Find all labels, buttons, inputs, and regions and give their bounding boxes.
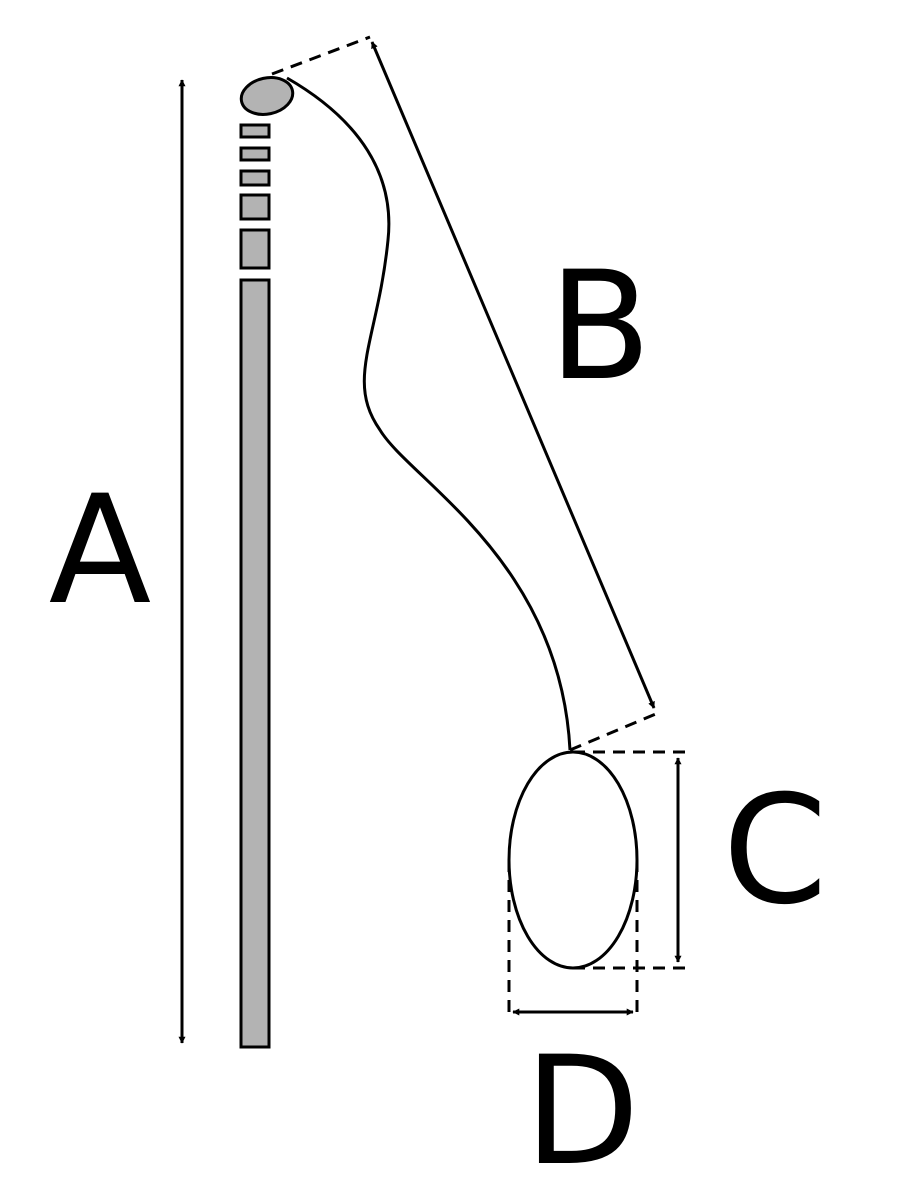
dimension-b-leaders (271, 35, 659, 752)
segmented-rod (239, 76, 295, 1049)
rod-segment (239, 169, 271, 187)
rod-segment (239, 123, 271, 139)
rod-main-segment (239, 278, 271, 1049)
rod-segment (239, 228, 271, 270)
label-a: A (49, 464, 152, 638)
label-c: C (723, 764, 828, 938)
rod-tip-ellipse (239, 76, 295, 116)
rod-segment (239, 193, 271, 221)
rod-segment (239, 146, 271, 162)
dimension-b-arrow (370, 41, 656, 709)
label-d: D (524, 1025, 640, 1199)
oval-bounding-box (507, 750, 690, 1015)
oval-shape (507, 750, 639, 970)
label-b: B (549, 240, 652, 414)
